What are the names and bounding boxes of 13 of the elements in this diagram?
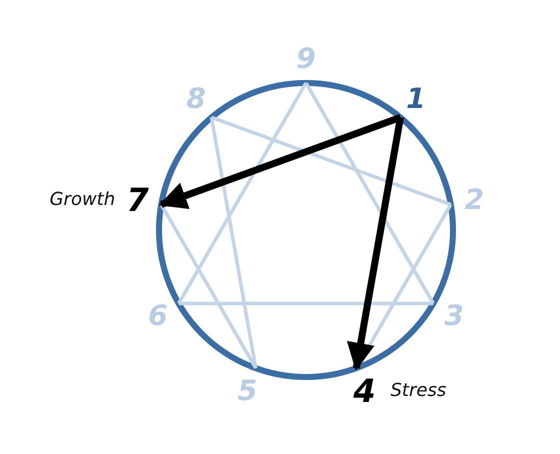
point-number: 7 <box>126 184 150 216</box>
point-number: 9 <box>296 45 316 73</box>
point-number: 8 <box>186 85 207 113</box>
node-caption: Stress <box>390 380 446 401</box>
point-number: 6 <box>147 302 168 330</box>
connector-line <box>160 204 258 369</box>
point-number: 3 <box>444 302 465 330</box>
connector-line <box>178 302 434 306</box>
point-number: 5 <box>237 376 258 405</box>
point-number: 4 <box>352 374 376 407</box>
point-number: 1 <box>405 85 426 113</box>
point-number: 2 <box>464 186 485 214</box>
node-caption: Growth <box>50 190 116 210</box>
